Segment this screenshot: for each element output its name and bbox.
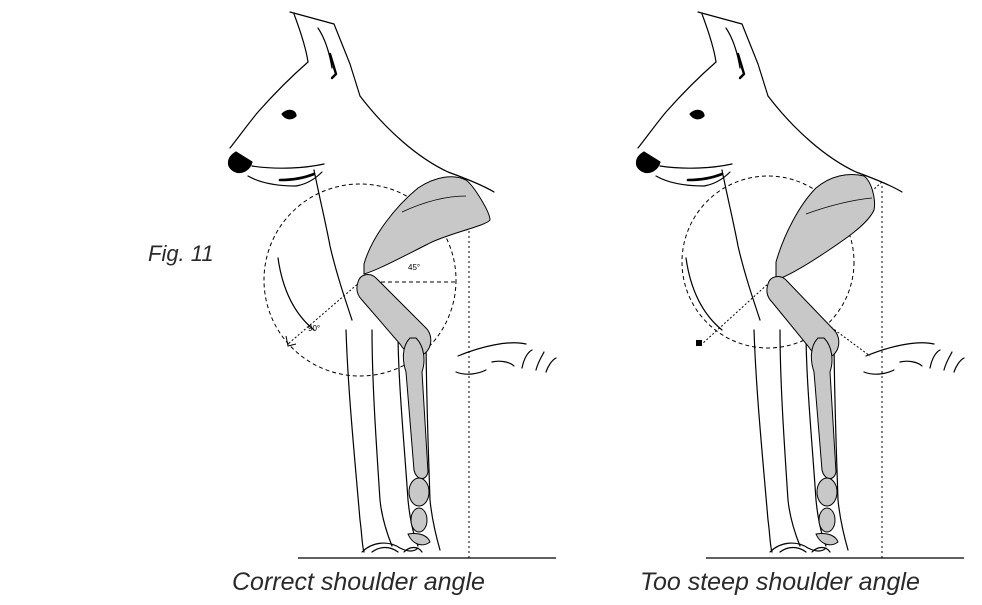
right-angle-mark bbox=[286, 336, 296, 346]
caption-too-steep: Too steep shoulder angle bbox=[640, 568, 920, 597]
angle-label-lower: 90° bbox=[308, 324, 320, 333]
panel-correct: 45° 90° bbox=[229, 12, 557, 558]
dog-outline bbox=[229, 12, 557, 552]
panel-too-steep bbox=[637, 12, 965, 558]
diagram-canvas: 45° 90° bbox=[0, 0, 982, 565]
angle-label-upper: 45° bbox=[408, 263, 420, 272]
caption-correct: Correct shoulder angle bbox=[232, 568, 485, 597]
scapula-bone bbox=[364, 177, 490, 274]
scapula-bone bbox=[776, 175, 875, 281]
right-angle-mark bbox=[696, 340, 702, 346]
angle-ray-lower bbox=[702, 282, 770, 344]
dog-outline bbox=[637, 12, 965, 552]
